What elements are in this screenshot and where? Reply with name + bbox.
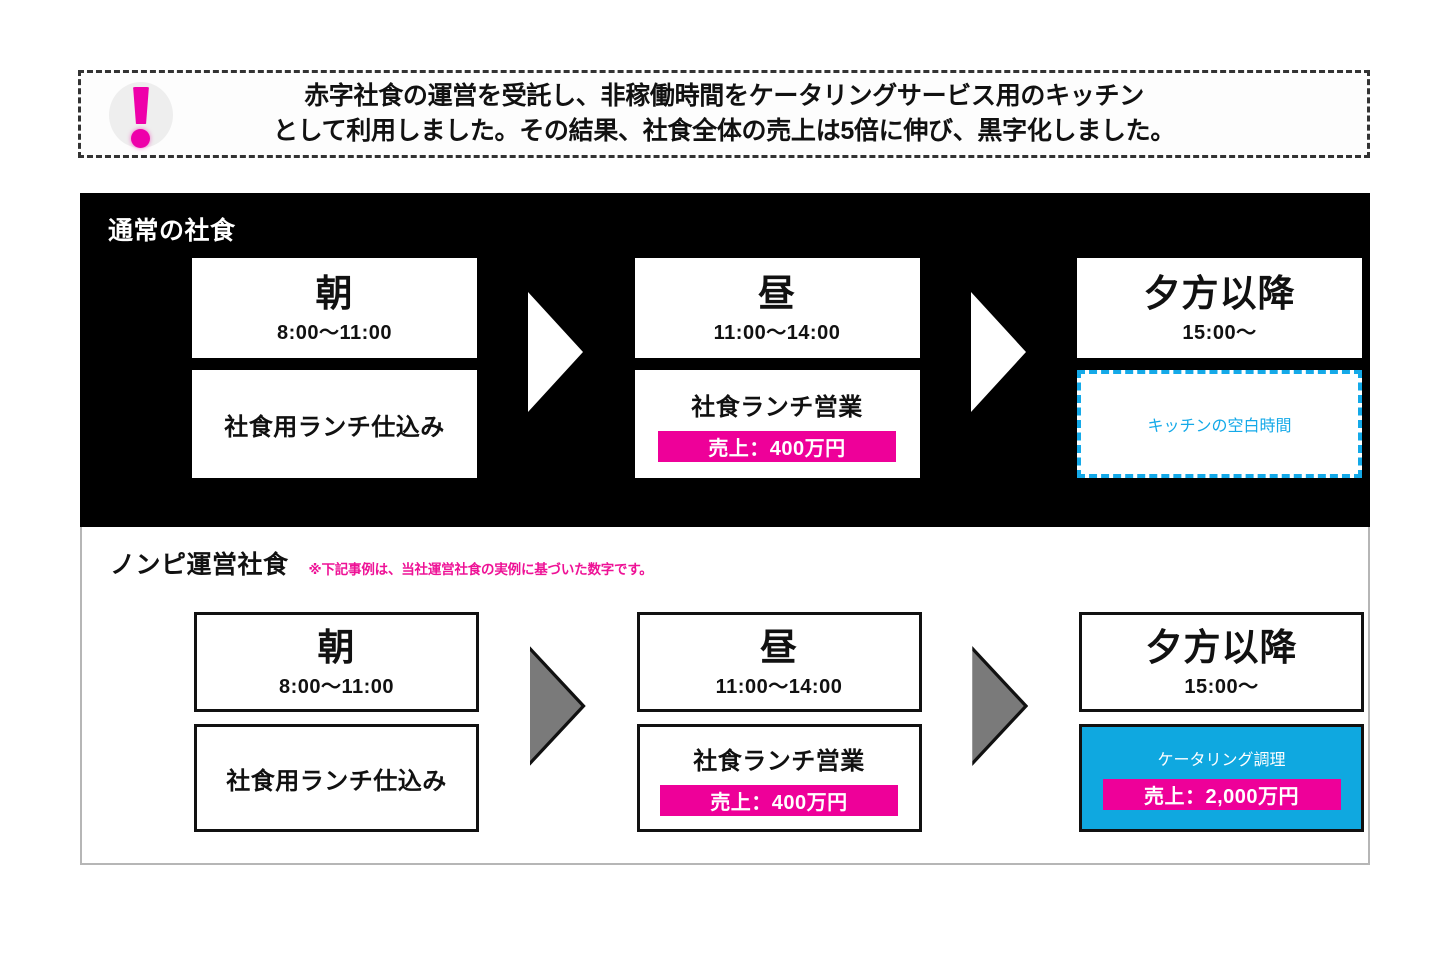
column-lunch-normal: 昼 11:00〜14:00 社食ランチ営業 売上：400万円 — [634, 258, 920, 478]
hours-label: 11:00〜14:00 — [715, 675, 843, 698]
column-morning-nonpi: 朝 8:00〜11:00 社食用ランチ仕込み — [194, 612, 479, 832]
task-box-morning-nonpi: 社食用ランチ仕込み — [194, 724, 479, 832]
flow-nonpi: 朝 8:00〜11:00 社食用ランチ仕込み 昼 11:00〜14:00 社食ラ… — [194, 612, 1364, 832]
task-label: 社食用ランチ仕込み — [226, 767, 447, 795]
sales-badge: 売上：400万円 — [658, 430, 896, 462]
callout-line-1: 赤字社食の運営を受託し、非稼働時間をケータリングサービス用のキッチン — [304, 81, 1144, 110]
panel-nonpi-title: ノンピ運営社食 — [110, 551, 289, 579]
task-box-catering: ケータリング調理 売上：2,000万円 — [1079, 724, 1364, 832]
column-lunch-nonpi: 昼 11:00〜14:00 社食ランチ営業 売上：400万円 — [636, 612, 922, 832]
period-label: 朝 — [317, 627, 356, 669]
exclamation-icon — [81, 73, 191, 155]
task-box-idle-kitchen: キッチンの空白時間 — [1077, 370, 1362, 478]
time-box-lunch-nonpi: 昼 11:00〜14:00 — [636, 612, 922, 712]
time-box-morning-normal: 朝 8:00〜11:00 — [192, 258, 477, 358]
flow-normal: 朝 8:00〜11:00 社食用ランチ仕込み 昼 11:00〜14:00 社食ラ… — [192, 258, 1362, 478]
panel-normal-cafeteria: 通常の社食 朝 8:00〜11:00 社食用ランチ仕込み 昼 11:00〜14:… — [80, 193, 1370, 527]
exclamation-icon-bar — [133, 87, 149, 124]
hours-label: 11:00〜14:00 — [713, 321, 841, 344]
callout-text: 赤字社食の運営を受託し、非稼働時間をケータリングサービス用のキッチン として利用… — [191, 79, 1367, 150]
time-box-morning-nonpi: 朝 8:00〜11:00 — [194, 612, 479, 712]
task-box-lunch-normal: 社食ランチ営業 売上：400万円 — [634, 370, 920, 478]
arrow-right-icon — [528, 292, 584, 412]
task-box-morning-normal: 社食用ランチ仕込み — [192, 370, 477, 478]
task-label: 社食ランチ営業 — [691, 393, 863, 421]
period-label: 夕方以降 — [1145, 627, 1298, 669]
panel-nonpi-note: ※下記事例は、当社運営社食の実例に基づいた数字です。 — [308, 562, 653, 577]
period-label: 昼 — [758, 273, 796, 315]
exclamation-icon-dot — [131, 129, 150, 148]
flow-arrow-2-nonpi — [922, 612, 1080, 832]
time-box-evening-nonpi: 夕方以降 15:00〜 — [1079, 612, 1364, 712]
task-label: 社食ランチ営業 — [693, 747, 865, 775]
hours-label: 15:00〜 — [1182, 321, 1257, 344]
period-label: 昼 — [760, 627, 798, 669]
sales-badge: 売上：400万円 — [660, 784, 898, 816]
panel-nonpi-header: ノンピ運営社食 ※下記事例は、当社運営社食の実例に基づいた数字です。 — [110, 545, 653, 581]
flow-arrow-1-normal — [477, 258, 635, 478]
arrow-right-icon — [970, 292, 1026, 412]
column-evening-normal: 夕方以降 15:00〜 キッチンの空白時間 — [1077, 258, 1362, 478]
flow-arrow-1-nonpi — [479, 612, 637, 832]
task-label: キッチンの空白時間 — [1147, 418, 1292, 435]
hours-label: 15:00〜 — [1184, 675, 1259, 698]
panel-normal-title: 通常の社食 — [108, 217, 236, 245]
task-box-lunch-nonpi: 社食ランチ営業 売上：400万円 — [636, 724, 922, 832]
callout-line-2: として利用しました。その結果、社食全体の売上は5倍に伸び、黒字化しました。 — [272, 117, 1176, 145]
period-label: 夕方以降 — [1143, 273, 1296, 315]
arrow-right-icon — [529, 646, 586, 766]
task-label: 社食用ランチ仕込み — [224, 413, 445, 441]
task-label: ケータリング調理 — [1157, 752, 1286, 769]
column-morning-normal: 朝 8:00〜11:00 社食用ランチ仕込み — [192, 258, 477, 478]
panel-nonpi-cafeteria: ノンピ運営社食 ※下記事例は、当社運営社食の実例に基づいた数字です。 朝 8:0… — [80, 527, 1370, 865]
column-evening-nonpi: 夕方以降 15:00〜 ケータリング調理 売上：2,000万円 — [1079, 612, 1364, 832]
time-box-lunch-normal: 昼 11:00〜14:00 — [634, 258, 920, 358]
time-box-evening-normal: 夕方以降 15:00〜 — [1077, 258, 1362, 358]
hours-label: 8:00〜11:00 — [276, 321, 393, 344]
flow-arrow-2-normal — [920, 258, 1078, 478]
arrow-right-icon — [972, 646, 1029, 766]
period-label: 朝 — [315, 273, 354, 315]
hours-label: 8:00〜11:00 — [278, 675, 395, 698]
callout-banner: 赤字社食の運営を受託し、非稼働時間をケータリングサービス用のキッチン として利用… — [78, 70, 1370, 158]
panel-normal-header: 通常の社食 — [108, 211, 236, 247]
sales-badge: 売上：2,000万円 — [1102, 779, 1341, 810]
